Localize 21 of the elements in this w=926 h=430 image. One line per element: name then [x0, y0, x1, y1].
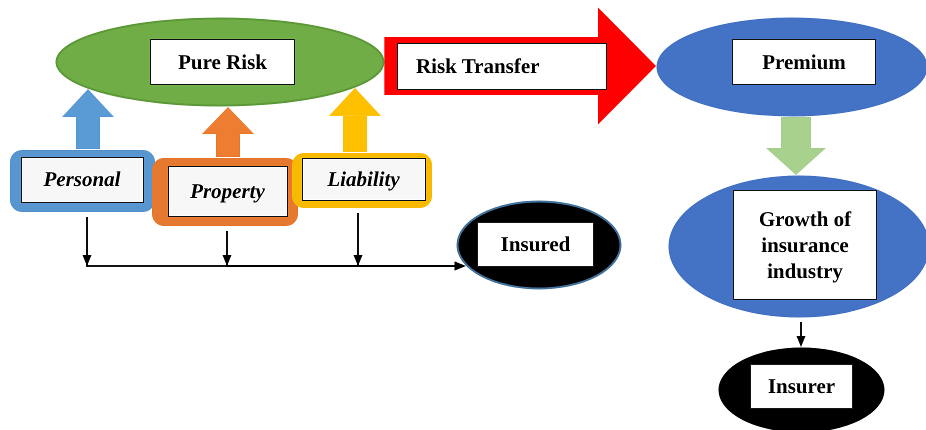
node-label: Pure Risk — [150, 39, 295, 85]
node-label: Personal — [20, 156, 144, 202]
block-arrow — [329, 88, 381, 152]
rounded-box — [152, 158, 298, 226]
node-label: Property — [168, 166, 288, 216]
node-label: Growth of insurance industry — [733, 190, 877, 300]
oval-node — [456, 200, 622, 290]
node-label: Premium — [732, 39, 876, 85]
block-arrow — [62, 89, 114, 149]
rounded-box — [10, 150, 155, 212]
arrow — [796, 322, 806, 347]
node-label: Insured — [477, 222, 594, 267]
node-label: Insurer — [750, 364, 853, 409]
oval-node — [55, 17, 385, 107]
block-arrow — [384, 8, 656, 124]
node-label: Liability — [302, 158, 426, 200]
block-arrow — [766, 116, 826, 176]
rounded-box — [292, 153, 432, 208]
block-arrow — [202, 106, 254, 157]
arrow — [354, 213, 466, 270]
edge-label: Risk Transfer — [397, 43, 607, 90]
